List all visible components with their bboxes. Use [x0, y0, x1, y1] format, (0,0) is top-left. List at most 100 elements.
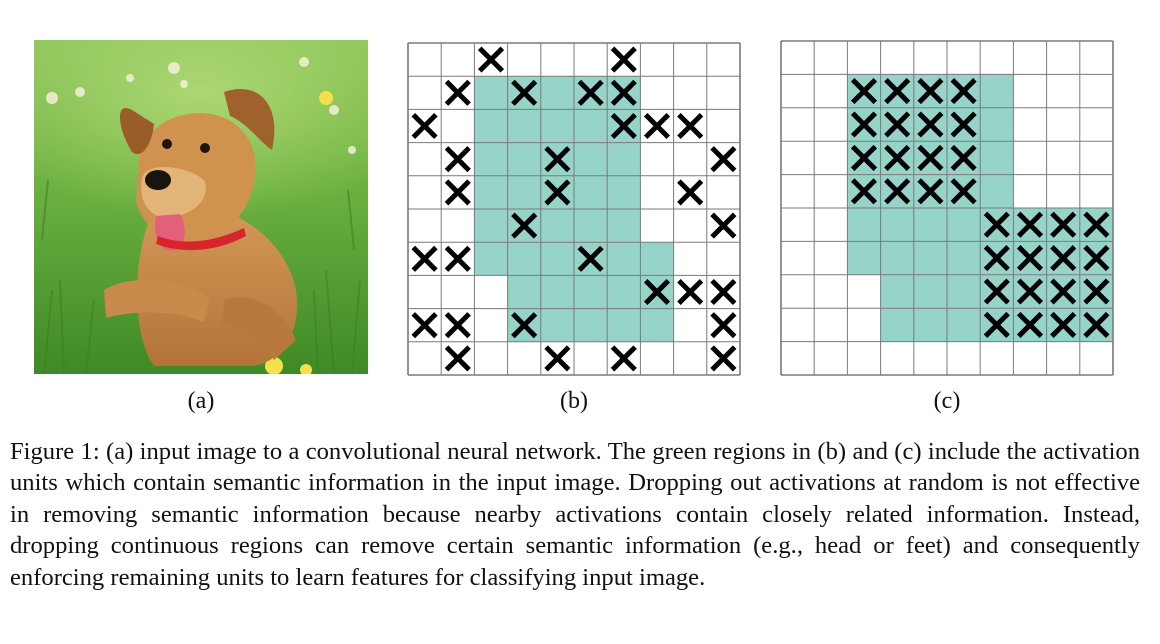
grid-b-dropped-unit-mark — [544, 179, 571, 206]
grid-b-dropped-unit-mark — [444, 146, 471, 173]
grid-c-dropped-unit-mark — [1083, 211, 1110, 238]
grid-b-dropped-unit-mark — [444, 79, 471, 106]
grid-b-dropped-unit-mark — [610, 112, 637, 140]
grid-b-dropped-unit-mark — [544, 146, 571, 173]
grid-c-semantic-cell — [947, 208, 981, 242]
grid-c-dropped-unit-mark — [1050, 311, 1077, 338]
grid-b-semantic-cell — [607, 142, 641, 176]
grid-b-semantic-cell — [540, 209, 574, 243]
grid-b-semantic-cell — [574, 275, 608, 309]
grid-c-semantic-cell — [980, 141, 1014, 175]
grid-c-dropped-unit-mark — [983, 245, 1010, 272]
dog-photo — [34, 40, 368, 374]
input-image-dog — [34, 40, 368, 374]
grid-b-semantic-cell — [474, 142, 508, 176]
grid-b-semantic-cell — [507, 109, 541, 143]
grid-b-semantic-cell — [474, 175, 508, 209]
grid-b-dropped-unit-mark — [511, 312, 538, 339]
grid-b-dropped-unit-mark — [477, 46, 505, 73]
grid-b-dropped-unit-mark — [710, 212, 737, 239]
grid-c-semantic-cell — [913, 308, 947, 342]
grid-c-dropped-unit-mark — [884, 78, 911, 105]
grid-c-semantic-cell — [947, 241, 981, 275]
grid-c-dropped-unit-mark — [884, 111, 911, 138]
random-dropout-grid-svg — [407, 42, 741, 376]
grid-b-semantic-cell — [574, 109, 608, 143]
grid-b-dropped-unit-mark — [710, 278, 737, 306]
grid-c-semantic-cell — [880, 308, 914, 342]
grid-b-semantic-cell — [607, 209, 641, 243]
grid-c-dropped-unit-mark — [1050, 211, 1077, 238]
grid-b-dropped-unit-mark — [610, 345, 637, 372]
grid-b-semantic-cell — [607, 275, 641, 309]
grid-b-semantic-cell — [474, 109, 508, 143]
caption-prefix: Figure 1: — [10, 438, 100, 465]
grid-c-semantic-cell — [980, 74, 1014, 108]
grid-b-semantic-cell — [507, 175, 541, 209]
grid-b-semantic-cell — [640, 242, 674, 276]
grid-c-semantic-cell — [880, 274, 914, 309]
grid-b-semantic-cell — [474, 242, 508, 276]
grid-c-dropped-unit-mark — [884, 144, 911, 171]
grid-b-semantic-cell — [574, 175, 608, 209]
grid-c-dropped-unit-mark — [850, 78, 878, 105]
grid-c-dropped-unit-mark — [1083, 245, 1110, 272]
figure-caption: Figure 1: (a) input image to a convoluti… — [10, 436, 1140, 593]
grid-b-dropped-unit-mark — [444, 345, 471, 372]
grid-b-dropped-unit-mark — [610, 79, 637, 106]
grid-c-dropped-unit-mark — [884, 178, 911, 205]
grid-c-semantic-cell — [913, 274, 947, 309]
grid-c-semantic-cell — [913, 241, 947, 275]
grid-c-semantic-cell — [847, 208, 881, 242]
subfigure-label-c: (c) — [933, 388, 961, 414]
grid-b-semantic-cell — [540, 76, 574, 110]
grid-b-dropped-unit-mark — [577, 245, 604, 272]
grid-c-semantic-cell — [947, 308, 981, 342]
grid-b-semantic-cell — [540, 275, 574, 309]
grid-c-dropped-unit-mark — [1083, 278, 1110, 305]
grid-c-dropped-unit-mark — [850, 111, 878, 138]
grid-c-dropped-unit-mark — [950, 111, 977, 138]
grid-c-dropped-unit-mark — [1016, 211, 1044, 238]
subfigure-label-b: (b) — [560, 388, 588, 414]
grid-c-semantic-cell — [980, 174, 1014, 208]
grid-c-semantic-cell — [947, 274, 981, 309]
grid-b-semantic-cell — [607, 175, 641, 209]
grid-b-dropped-unit-mark — [544, 345, 571, 372]
grid-c-dropped-unit-mark — [917, 144, 944, 171]
grid-b-semantic-cell — [640, 308, 674, 342]
grid-c-dropped-unit-mark — [1050, 278, 1077, 305]
grid-b-semantic-cell — [507, 275, 541, 309]
grid-c-semantic-cell — [880, 241, 914, 275]
grid-b-semantic-cell — [607, 242, 641, 276]
grid-b-dropped-unit-mark — [677, 278, 704, 306]
grid-b-semantic-cell — [574, 209, 608, 243]
grid-c-dropped-unit-mark — [1016, 245, 1044, 272]
grid-b-semantic-cell — [574, 142, 608, 176]
grid-c-dropped-unit-mark — [1016, 311, 1044, 338]
grid-b-dropped-unit-mark — [511, 79, 538, 106]
grid-c-dropped-unit-mark — [850, 144, 878, 171]
grid-c-dropped-unit-mark — [917, 78, 944, 105]
grid-b-semantic-cell — [607, 308, 641, 342]
grid-b-dropped-unit-mark — [444, 245, 471, 272]
grid-b-dropped-unit-mark — [444, 179, 471, 206]
grid-b-dropped-unit-mark — [444, 312, 471, 339]
grid-b-dropped-unit-mark — [710, 146, 737, 173]
grid-b-dropped-unit-mark — [511, 212, 538, 239]
grid-c-semantic-cell — [880, 208, 914, 242]
grid-b-semantic-cell — [540, 109, 574, 143]
grid-b-dropped-unit-mark — [411, 245, 438, 272]
grid-c-dropped-unit-mark — [1083, 311, 1110, 338]
grid-b-dropped-unit-mark — [411, 112, 438, 140]
grid-b-dropped-unit-mark — [710, 345, 737, 372]
grid-b-dropped-unit-mark — [411, 312, 438, 339]
grid-b-dropped-unit-mark — [610, 46, 637, 73]
grid-c-semantic-cell — [913, 208, 947, 242]
grid-c-dropped-unit-mark — [950, 178, 977, 205]
grid-b-dropped-unit-mark — [577, 79, 604, 106]
grid-c-semantic-cell — [980, 107, 1014, 142]
grid-b-dropped-unit-mark — [677, 112, 704, 140]
grid-c-dropped-unit-mark — [1016, 278, 1044, 305]
grid-c-dropped-unit-mark — [983, 311, 1010, 338]
